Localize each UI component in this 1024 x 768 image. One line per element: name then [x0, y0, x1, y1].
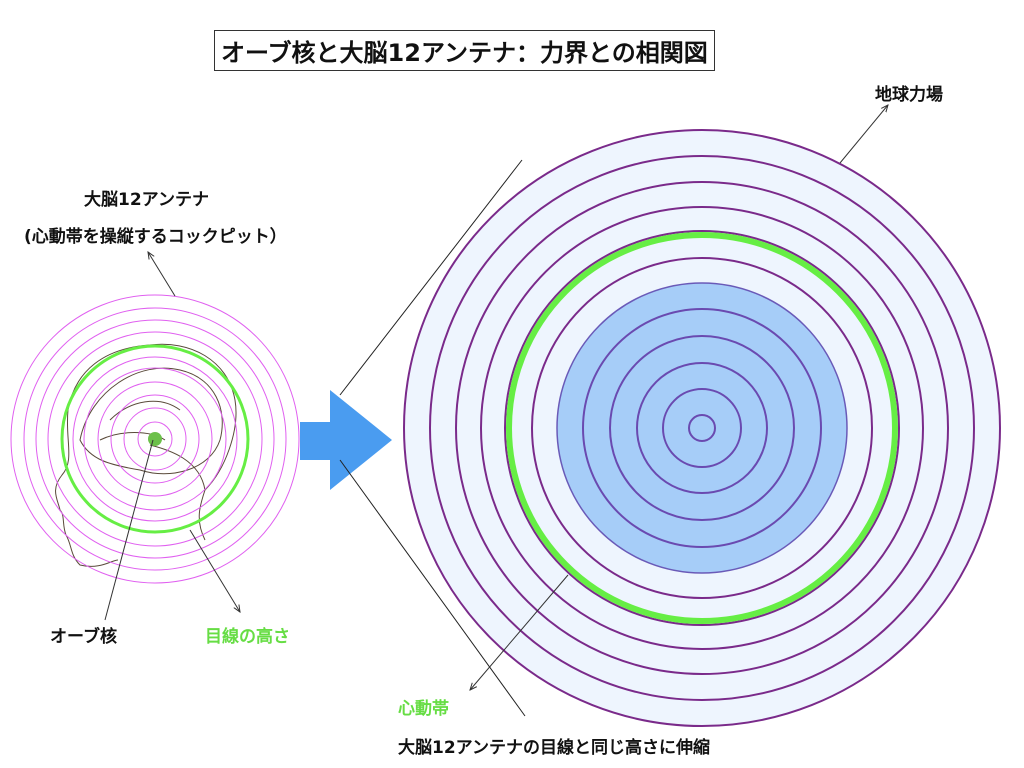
orb-core-dot: [148, 432, 162, 446]
antenna-ring: [10, 294, 300, 584]
heart-band-label: 心動帯: [398, 699, 449, 719]
antenna-ring: [123, 407, 187, 471]
core-ring: [636, 362, 768, 494]
field-ring: [531, 257, 873, 599]
core-ring: [582, 308, 822, 548]
earth-field-rings: [403, 129, 1001, 727]
antenna-ring: [47, 331, 263, 547]
field-ring: [504, 230, 900, 626]
orb-core-label: オーブ核: [50, 627, 117, 647]
antenna-sublabel: (心動帯を操縦するコックピット）: [24, 227, 287, 247]
core-ring: [688, 414, 716, 442]
antenna-ring: [72, 356, 238, 522]
earth-field-label: 地球力場: [875, 85, 943, 105]
heart-band-ring: [506, 232, 898, 624]
core-disk: [556, 282, 848, 574]
field-ring: [455, 181, 949, 675]
bottom-caption: 大脳12アンテナの目線と同じ高さに伸縮: [398, 738, 710, 758]
left-antenna-rings: [10, 294, 300, 584]
page-title: オーブ核と大脳12アンテナ：力界との相関図: [214, 30, 715, 71]
antenna-ring: [97, 381, 213, 497]
antenna-ring: [83, 367, 227, 511]
core-ring: [662, 388, 742, 468]
antenna-ring: [110, 394, 200, 484]
field-ring: [480, 206, 924, 650]
field-ring: [429, 155, 975, 701]
eye-level-label: 目線の高さ: [205, 627, 290, 647]
antenna-ring: [23, 307, 287, 571]
eye-level-ring: [60, 344, 250, 534]
antenna-ring: [35, 319, 275, 559]
antenna-ring: [137, 421, 173, 457]
expand-arrow-icon: [300, 390, 392, 490]
antenna-label: 大脳12アンテナ: [84, 190, 209, 210]
core-ring: [609, 335, 795, 521]
